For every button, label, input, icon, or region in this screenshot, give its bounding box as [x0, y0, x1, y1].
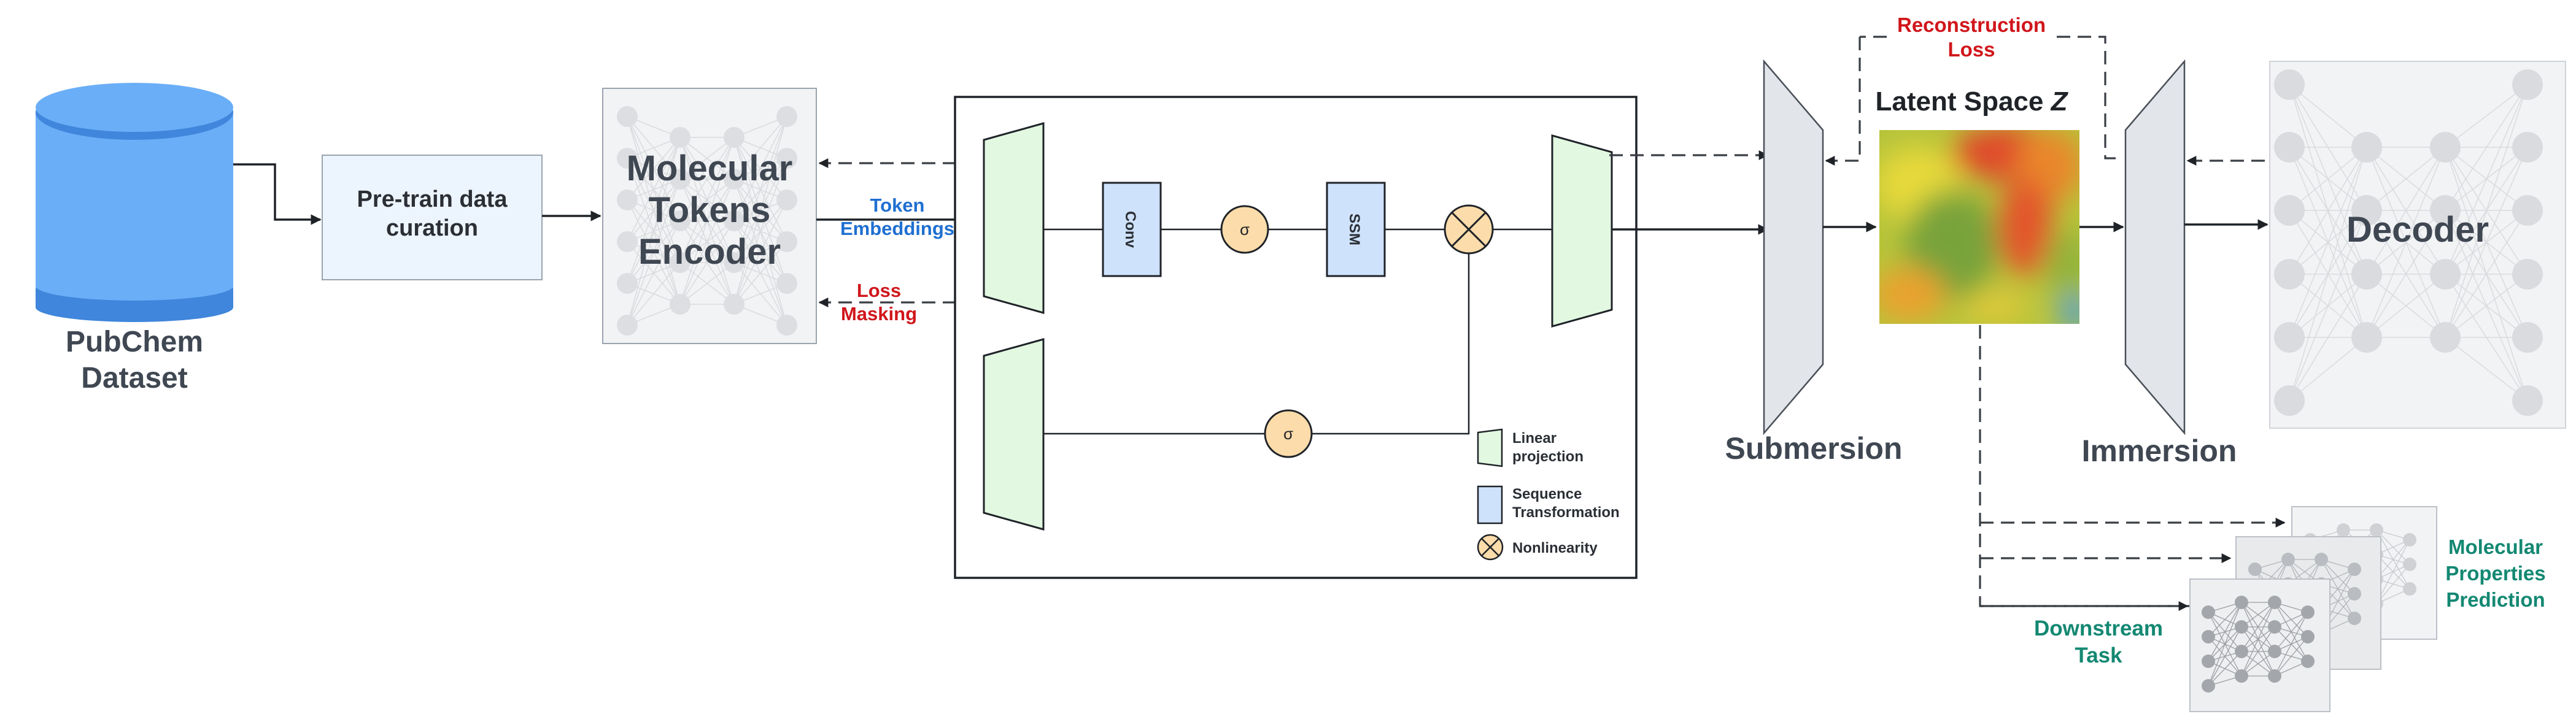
sigma-activation-top: [1220, 205, 1269, 254]
token-embeddings-label-line2: Embeddings: [840, 218, 954, 239]
curation-label-line1: Pre-train data: [357, 186, 508, 212]
encoder-network-icon: [617, 106, 797, 336]
conv-box: [1102, 182, 1162, 277]
properties-label-line1: Molecular: [2448, 536, 2543, 558]
legend-nonlinearity-icon: [1477, 534, 1504, 561]
linear-projection-input-bottom: [983, 338, 1045, 531]
database-cylinder-icon: [36, 83, 233, 322]
reconstruction-label-line2: Loss: [1947, 38, 1995, 61]
immersion-block: Immersion: [2082, 59, 2237, 468]
legend: Linear projection Sequence Transformatio…: [1477, 428, 1620, 561]
encoder-label-line2: Tokens: [649, 190, 771, 230]
pretrain-curation-box: Pre-train data curation: [322, 155, 543, 280]
decoder-network-icon: [2274, 69, 2543, 416]
legend-linear-line2: projection: [1512, 448, 1584, 465]
molecular-tokens-encoder: Molecular Tokens Encoder: [602, 88, 817, 344]
reconstruction-dashed-right: [2050, 36, 2116, 159]
loss-masking-label-line2: Masking: [841, 303, 917, 325]
immersion-label: Immersion: [2082, 434, 2237, 468]
circled-times-icon: [1444, 204, 1494, 255]
green-trapezoid-swatch: [1477, 428, 1503, 467]
latent-space-heatmap: [1879, 130, 2079, 324]
sigma-bottom-label: σ: [1283, 424, 1293, 443]
downstream-networks: [2189, 506, 2437, 712]
properties-label-line3: Prediction: [2446, 588, 2545, 611]
properties-label-line2: Properties: [2445, 562, 2545, 585]
sigma-top-label: σ: [1240, 220, 1250, 239]
encoder-label-line1: Molecular: [627, 148, 793, 188]
sigma-activation-bottom: [1264, 409, 1313, 458]
curation-label-line2: curation: [386, 215, 478, 241]
mamba-block: Conv σ SSM σ Linear projection Sequence …: [954, 96, 1769, 579]
reconstruction-label-line1: Reconstruction: [1897, 13, 2046, 36]
downstream-label-line1: Downstream: [2034, 616, 2163, 640]
submersion-block: Submersion: [1725, 59, 1903, 466]
submersion-label: Submersion: [1725, 431, 1903, 466]
token-embeddings-label-line1: Token: [870, 194, 925, 216]
loss-masking-label-line1: Loss: [857, 280, 901, 301]
downstream-label-line2: Task: [2075, 643, 2122, 667]
ssm-box: [1326, 182, 1386, 277]
downstream-network-front: [2189, 578, 2330, 712]
legend-sequence-line2: Transformation: [1512, 504, 1620, 521]
dataset-label-line1: PubChem: [66, 326, 203, 358]
legend-nonlinearity-label: Nonlinearity: [1512, 540, 1598, 556]
dataset-to-curation-arrow: [233, 163, 322, 225]
decoder-block: Decoder: [2269, 61, 2566, 429]
legend-linear-line1: Linear: [1512, 430, 1557, 447]
pubchem-database: PubChem Dataset: [36, 83, 233, 394]
linear-projection-input-top: [983, 122, 1045, 314]
latent-space-title: Latent Space Z: [1876, 86, 2069, 117]
decoder-label: Decoder: [2346, 210, 2489, 250]
blue-square-swatch: [1477, 485, 1503, 524]
linear-projection-output: [1551, 134, 1613, 328]
reconstruction-dashed-left: [1825, 37, 1861, 166]
encoder-label-line3: Encoder: [638, 232, 781, 272]
ssm-label: SSM: [1346, 213, 1363, 245]
legend-sequence-line1: Sequence: [1512, 486, 1582, 502]
conv-label: Conv: [1122, 211, 1139, 248]
dataset-label-line2: Dataset: [81, 362, 187, 394]
